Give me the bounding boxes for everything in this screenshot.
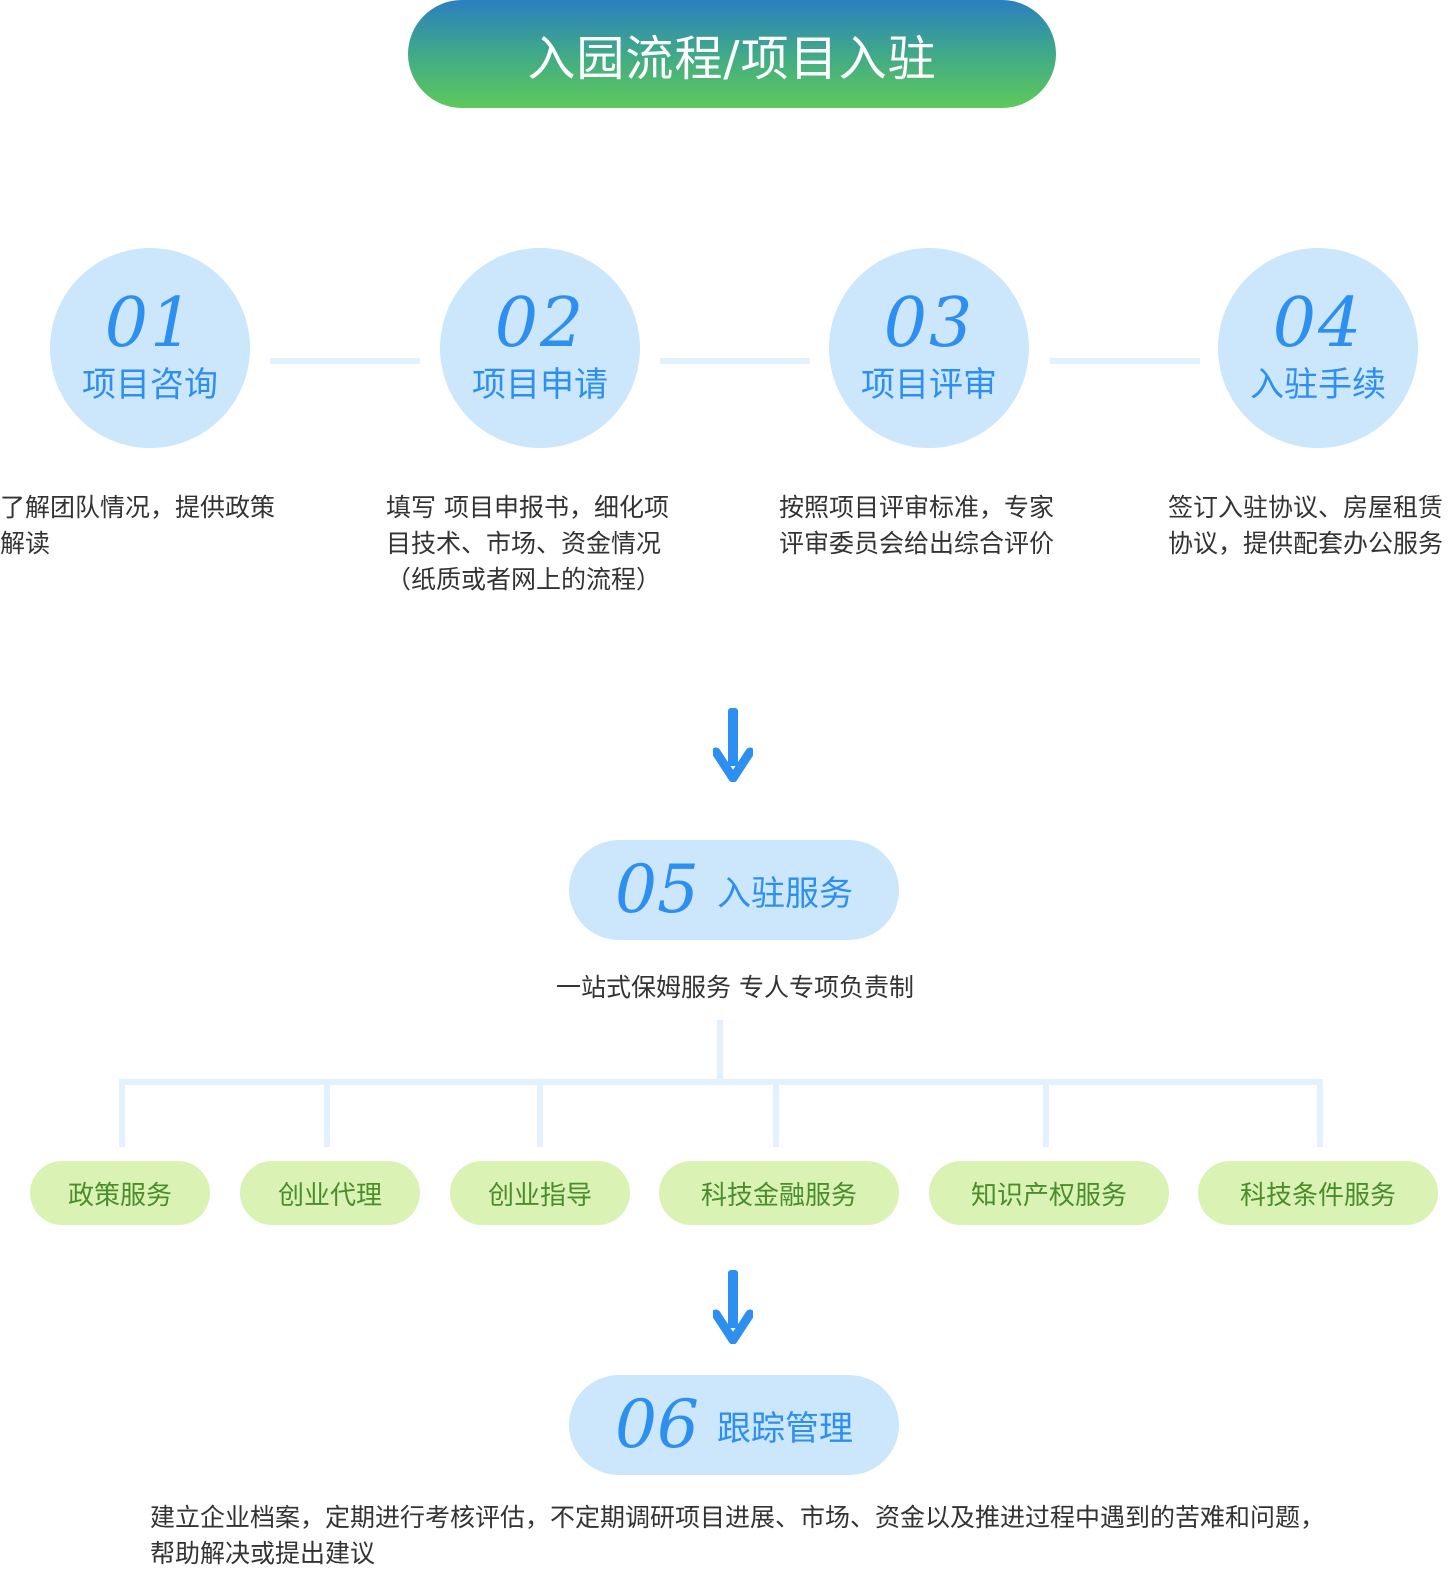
tree-branch-2 bbox=[324, 1079, 330, 1147]
step-03-circle: 03 项目评审 bbox=[829, 248, 1029, 448]
step-03-number: 03 bbox=[883, 284, 975, 363]
step-02-circle: 02 项目申请 bbox=[440, 248, 640, 448]
tree-branch-6 bbox=[1317, 1079, 1323, 1147]
step-04-number: 04 bbox=[1272, 284, 1364, 363]
step-04-description: 签订入驻协议、房屋租赁协议，提供配套办公服务 bbox=[1168, 493, 1444, 558]
step-01-label: 项目咨询 bbox=[82, 365, 218, 405]
arrow-down-icon bbox=[713, 708, 753, 782]
service-tech-finance: 科技金融服务 bbox=[659, 1161, 899, 1225]
tree-bar bbox=[119, 1079, 1323, 1085]
step-01-number: 01 bbox=[104, 284, 196, 363]
tree-trunk bbox=[717, 1020, 723, 1082]
step-06-pill: 06 跟踪管理 bbox=[569, 1375, 899, 1475]
step-02-label: 项目申请 bbox=[472, 365, 608, 405]
title-banner: 入园流程/项目入驻 bbox=[408, 0, 1056, 108]
tree-branch-4 bbox=[773, 1079, 779, 1147]
step-01-circle: 01 项目咨询 bbox=[50, 248, 250, 448]
step-05-number: 05 bbox=[615, 851, 699, 928]
service-tech-conditions: 科技条件服务 bbox=[1198, 1161, 1438, 1225]
step-01-description: 了解团队情况，提供政策解读 bbox=[0, 493, 276, 558]
step-06-number: 06 bbox=[615, 1386, 699, 1463]
page-title: 入园流程/项目入驻 bbox=[527, 31, 937, 87]
step-02-number: 02 bbox=[494, 284, 586, 363]
service-policy: 政策服务 bbox=[30, 1161, 210, 1225]
step-05-label: 入驻服务 bbox=[716, 873, 853, 914]
step-03-label: 项目评审 bbox=[861, 365, 997, 405]
tree-branch-1 bbox=[119, 1079, 125, 1147]
step-04-circle: 04 入驻手续 bbox=[1218, 248, 1418, 448]
step-03-description: 按照项目评审标准，专家评审委员会给出综合评价 bbox=[779, 493, 1055, 558]
step-05-pill: 05 入驻服务 bbox=[569, 840, 899, 940]
service-agency: 创业代理 bbox=[240, 1161, 420, 1225]
tree-branch-5 bbox=[1043, 1079, 1049, 1147]
step-04-label: 入驻手续 bbox=[1250, 365, 1386, 405]
service-guidance: 创业指导 bbox=[450, 1161, 630, 1225]
step-06-description: 建立企业档案，定期进行考核评估，不定期调研项目进展、市场、资金以及推进过程中遇到… bbox=[150, 1503, 1326, 1568]
connector-3-4 bbox=[1050, 358, 1200, 364]
arrow-down-icon bbox=[713, 1270, 753, 1344]
tree-branch-3 bbox=[537, 1079, 543, 1147]
step-05-subtitle: 一站式保姆服务 专人专项负责制 bbox=[556, 973, 914, 1002]
step-02-description: 填写 项目申报书，细化项目技术、市场、资金情况（纸质或者网上的流程） bbox=[386, 493, 669, 594]
connector-2-3 bbox=[660, 358, 810, 364]
service-ip: 知识产权服务 bbox=[929, 1161, 1169, 1225]
step-06-label: 跟踪管理 bbox=[716, 1408, 853, 1449]
connector-1-2 bbox=[270, 358, 420, 364]
